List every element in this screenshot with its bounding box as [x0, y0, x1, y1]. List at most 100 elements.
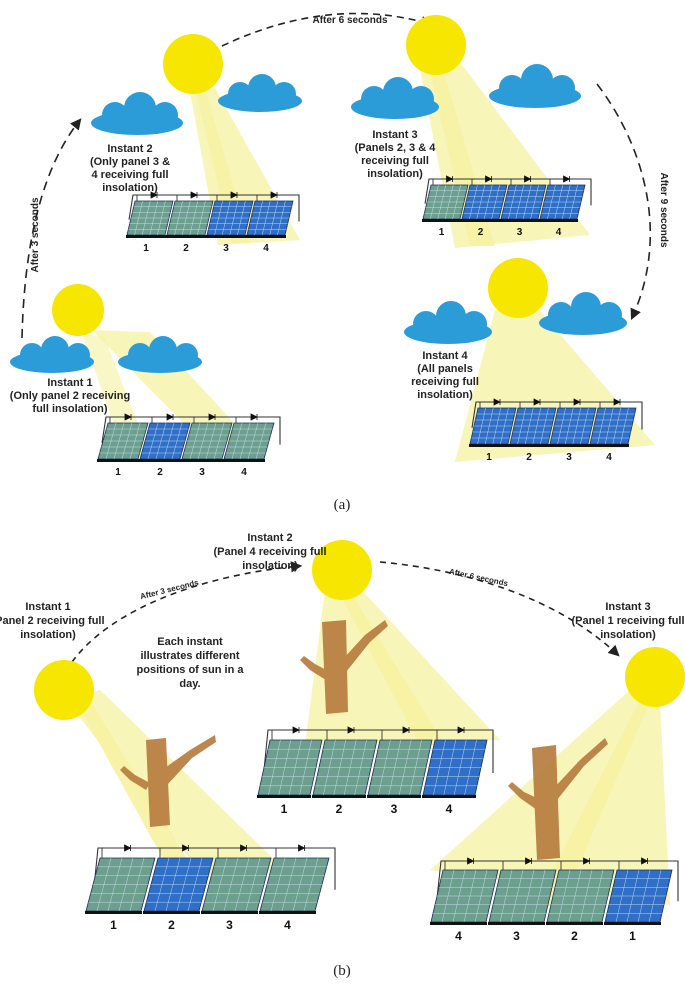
instant-desc-line: (Panel 1 receiving full: [571, 615, 684, 627]
instant-label: Instant 4 (All panels receiving full ins…: [411, 350, 479, 401]
solar-panel-icon: [246, 200, 294, 238]
panel-label: 4: [556, 227, 562, 238]
array-wire: [101, 416, 281, 445]
panel-label: 2: [157, 467, 163, 478]
panel-label: 1: [486, 452, 492, 463]
bypass-diode-icon: [124, 413, 132, 421]
solar-panel-icon: [549, 407, 597, 447]
solar-panel-icon: [259, 857, 330, 914]
solar-panel-icon: [181, 422, 233, 462]
bypass-diode-icon: [467, 857, 475, 865]
solar-panel-icon: [367, 739, 433, 798]
transition-b-6s: After 6 seconds: [448, 567, 509, 588]
panel-label: 3: [226, 918, 233, 932]
panel-label: 4: [606, 452, 612, 463]
instant-desc-line: receiving full: [361, 155, 429, 167]
bypass-diode-icon: [641, 857, 649, 865]
bypass-diode-icon: [208, 413, 216, 421]
panel-label: 2: [571, 929, 578, 943]
solar-panel-icon: [546, 869, 615, 925]
sun-icon: [34, 660, 94, 720]
bypass-diode-icon: [347, 726, 355, 734]
cloud-icon: [351, 77, 439, 119]
instant-desc-line: (Panels 2, 3 & 4: [355, 142, 437, 154]
solar-panel-icon: [539, 184, 586, 222]
bypass-diode-icon: [124, 844, 132, 852]
sun-beam: [305, 588, 500, 745]
instant-desc-line: (Panel 2 receiving full: [0, 615, 105, 627]
solar-panel-icon: [312, 739, 378, 798]
solar-panel-icon: [500, 184, 547, 222]
bypass-diode-icon: [524, 175, 532, 183]
instant-title: Instant 3: [372, 129, 417, 141]
panel-label: 3: [223, 243, 229, 254]
tree-icon: [508, 738, 608, 860]
instant-label: Instant 3 (Panels 2, 3 & 4 receiving ful…: [355, 129, 437, 180]
instant-title: Instant 3: [605, 601, 650, 613]
solar-panel-icon: [509, 407, 557, 447]
panel-label: 2: [478, 227, 484, 238]
instant-title: Instant 4: [422, 350, 468, 362]
note-line: Each instant: [157, 636, 223, 648]
solar-panel-icon: [422, 184, 469, 222]
instant-desc-line: insolation): [367, 168, 423, 180]
bypass-diode-icon: [230, 191, 238, 199]
panel-label: 1: [629, 929, 636, 943]
sun-icon: [625, 647, 685, 707]
sun-icon: [163, 34, 223, 94]
instant-title: Instant 1: [47, 377, 92, 389]
bypass-diode-icon: [446, 175, 454, 183]
cloud-icon: [91, 92, 183, 135]
note-line: illustrates different: [140, 650, 239, 662]
tree-icon: [300, 620, 388, 714]
sun-icon: [312, 540, 372, 600]
cloud-icon: [10, 336, 94, 373]
instant-label: Instant 2 (Panel 4 receiving full insola…: [213, 532, 326, 572]
sun-beam: [78, 700, 195, 875]
bypass-diode-icon: [190, 191, 198, 199]
arc-a-2: [221, 12, 433, 47]
panel-label: 3: [513, 929, 520, 943]
instant-desc-line: insolation): [20, 629, 76, 641]
panel-label: 1: [110, 918, 117, 932]
instant-desc-line: (All panels: [417, 363, 473, 375]
solar-panel-icon: [461, 184, 508, 222]
instant-desc-line: insolation): [242, 560, 298, 572]
solar-array: 4 3 2 1: [430, 857, 679, 943]
array-wire: [471, 401, 643, 430]
bypass-diode-icon: [583, 857, 591, 865]
instant-desc-line: insolation): [600, 629, 656, 641]
bypass-diode-icon: [182, 844, 190, 852]
bypass-diode-icon: [240, 844, 248, 852]
solar-panel-icon: [85, 857, 156, 914]
caption-a: (a): [334, 497, 351, 513]
bypass-diode-icon: [485, 175, 493, 183]
instant-desc-line: receiving full: [411, 376, 479, 388]
bypass-diode-icon: [166, 413, 174, 421]
sun-beam: [66, 690, 285, 878]
panel-label: 4: [455, 929, 462, 943]
panel-label: 1: [115, 467, 121, 478]
bypass-diode-icon: [573, 398, 581, 406]
note: Each instant illustrates different posit…: [137, 636, 245, 690]
instant-a-4: Instant 4 (All panels receiving full ins…: [404, 258, 655, 463]
solar-panel-icon: [139, 422, 191, 462]
instant-label: Instant 1 (Panel 2 receiving full insola…: [0, 601, 105, 641]
instant-b-3: Instant 3 (Panel 1 receiving full insola…: [430, 601, 685, 943]
arc-a-1: [21, 118, 82, 339]
solar-panel-icon: [97, 422, 149, 462]
bypass-diode-icon: [150, 191, 158, 199]
arc-a-3: [596, 83, 651, 321]
instant-label: Instant 2 (Only panel 3 & 4 receiving fu…: [90, 143, 170, 194]
array-wire: [93, 847, 336, 890]
bypass-diode-icon: [533, 398, 541, 406]
panel-label: 3: [566, 452, 572, 463]
tree-icon: [120, 735, 216, 827]
solar-panel-icon: [143, 857, 214, 914]
cloud-icon: [218, 74, 302, 112]
transition-a-9s: After 9 seconds: [658, 172, 669, 247]
instant-title: Instant 2: [107, 143, 152, 155]
